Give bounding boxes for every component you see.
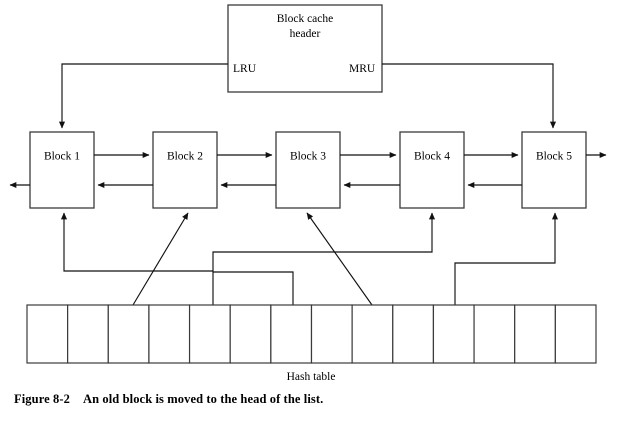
block-1-box [29, 131, 95, 209]
hash-table-cell[interactable] [107, 304, 150, 364]
lru-port-label: LRU [233, 63, 257, 75]
hash-table-cell[interactable] [270, 304, 313, 364]
block-2-box [152, 131, 218, 209]
block-3: Block 3 [275, 131, 341, 209]
block-3-label: Block 3 [290, 151, 326, 163]
lru-to-block1-link [58, 63, 228, 129]
header-box [227, 4, 383, 93]
header-title-line2: header [290, 28, 321, 40]
hash-table-cell[interactable] [514, 304, 556, 364]
hash-link-to-block4 [212, 212, 436, 305]
hash-table-cell[interactable] [351, 304, 394, 364]
hash-link-to-block3 [306, 212, 373, 306]
block-2-label: Block 2 [167, 151, 203, 163]
block-2: Block 2 [152, 131, 218, 209]
hash-link-to-block2 [132, 212, 189, 306]
hash-link-to-block1 [60, 212, 213, 272]
block-5: Block 5 [521, 131, 587, 209]
header-title-line1: Block cache [277, 13, 334, 25]
hash-table-cell[interactable] [67, 304, 109, 364]
hash-table-cell[interactable] [188, 304, 231, 364]
hash-table-cell[interactable] [392, 304, 435, 364]
hash-table-cell[interactable] [229, 304, 272, 364]
hash-table-cell[interactable] [148, 304, 191, 364]
hash-bucket-stub [213, 271, 294, 305]
hash-table-cell[interactable] [554, 304, 597, 364]
hash-table-caption: Hash table [287, 371, 336, 383]
block-cache-header: Block cache header LRU MRU [227, 4, 383, 93]
block-4: Block 4 [399, 131, 465, 209]
hash-table-cell[interactable] [473, 304, 516, 364]
hash-table-cell[interactable] [26, 304, 69, 364]
mru-port-label: MRU [349, 63, 376, 75]
block-4-box [399, 131, 465, 209]
block-5-label: Block 5 [536, 151, 572, 163]
hash-table-cell[interactable] [310, 304, 353, 364]
hash-link-to-block5 [454, 212, 559, 305]
hash-table [26, 304, 597, 364]
block-1-label: Block 1 [44, 151, 80, 163]
block-1: Block 1 [29, 131, 95, 209]
block-3-box [275, 131, 341, 209]
block-5-box [521, 131, 587, 209]
hash-table-cell[interactable] [432, 304, 475, 364]
figure-number: Figure 8-2 [14, 392, 70, 406]
mru-to-block5-link [382, 63, 557, 129]
figure-caption-text: An old block is moved to the head of the… [82, 392, 324, 406]
figure-caption: Figure 8-2 An old block is moved to the h… [14, 392, 323, 407]
block-4-label: Block 4 [414, 151, 450, 163]
